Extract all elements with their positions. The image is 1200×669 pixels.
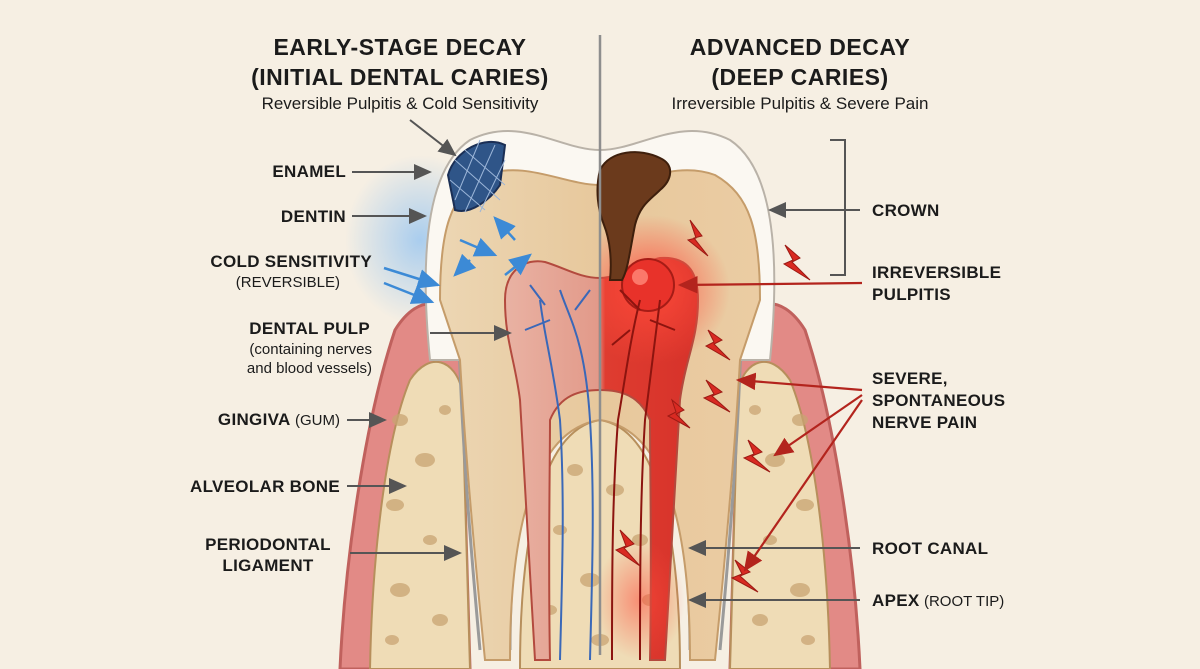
- label-severe-3: NERVE PAIN: [872, 413, 978, 432]
- leader-irreversible: [677, 276, 863, 294]
- label-dentin: DENTIN: [280, 207, 346, 226]
- label-dental-pulp: DENTAL PULP: [249, 319, 370, 338]
- label-cold-sensitivity-sub: (REVERSIBLE): [235, 274, 340, 291]
- right-title-line-2: (DEEP CARIES): [711, 64, 889, 90]
- decay-mesh: [449, 139, 506, 213]
- label-alveolar-bone: ALVEOLAR BONE: [190, 477, 340, 496]
- right-subtitle: Irreversible Pulpitis & Severe Pain: [671, 94, 929, 113]
- early-decay-lesion: [446, 140, 507, 212]
- label-irreversible-1: IRREVERSIBLE: [872, 263, 1002, 282]
- label-dental-pulp-sub-1: (containing nerves: [249, 341, 372, 358]
- leader-pain-3: [743, 399, 863, 572]
- label-severe-2: SPONTANEOUS: [872, 391, 1006, 410]
- right-title-line-1: ADVANCED DECAY: [689, 34, 911, 60]
- label-root-canal: ROOT CANAL: [872, 539, 989, 558]
- nerves-vessels: [524, 284, 676, 661]
- leader-pain-2: [773, 394, 863, 457]
- leader-pain-1: [735, 372, 863, 392]
- left-title-line-2: (INITIAL DENTAL CARIES): [251, 64, 549, 90]
- label-apex-group: APEX (ROOT TIP): [872, 590, 1092, 611]
- left-subtitle: Reversible Pulpitis & Cold Sensitivity: [261, 94, 539, 113]
- crown-bracket: [830, 139, 846, 276]
- label-dental-pulp-sub-2: and blood vessels): [246, 360, 372, 377]
- cold-arrows: [383, 216, 532, 304]
- bone-pores: [385, 405, 815, 646]
- left-title-line-1: EARLY-STAGE DECAY: [273, 34, 527, 60]
- label-apex: APEX: [872, 591, 920, 610]
- leader-subtitle: [409, 119, 457, 157]
- label-cold-sensitivity: COLD SENSITIVITY: [210, 252, 372, 271]
- label-gingiva-group: GINGIVA (GUM): [150, 409, 340, 430]
- label-gingiva-sub: (GUM): [295, 412, 340, 429]
- label-crown: CROWN: [872, 201, 940, 220]
- label-apex-sub: (ROOT TIP): [923, 593, 1005, 610]
- deep-decay-cavity: [596, 151, 672, 281]
- inflamed-pulp-node: [621, 258, 675, 312]
- label-periodontal-2: LIGAMENT: [222, 556, 314, 575]
- label-enamel: ENAMEL: [272, 162, 346, 181]
- label-periodontal-1: PERIODONTAL: [205, 535, 331, 554]
- label-irreversible-2: PULPITIS: [872, 285, 951, 304]
- label-severe-1: SEVERE,: [872, 369, 948, 388]
- pain-bolts: [614, 219, 811, 593]
- label-gingiva: GINGIVA: [217, 410, 291, 429]
